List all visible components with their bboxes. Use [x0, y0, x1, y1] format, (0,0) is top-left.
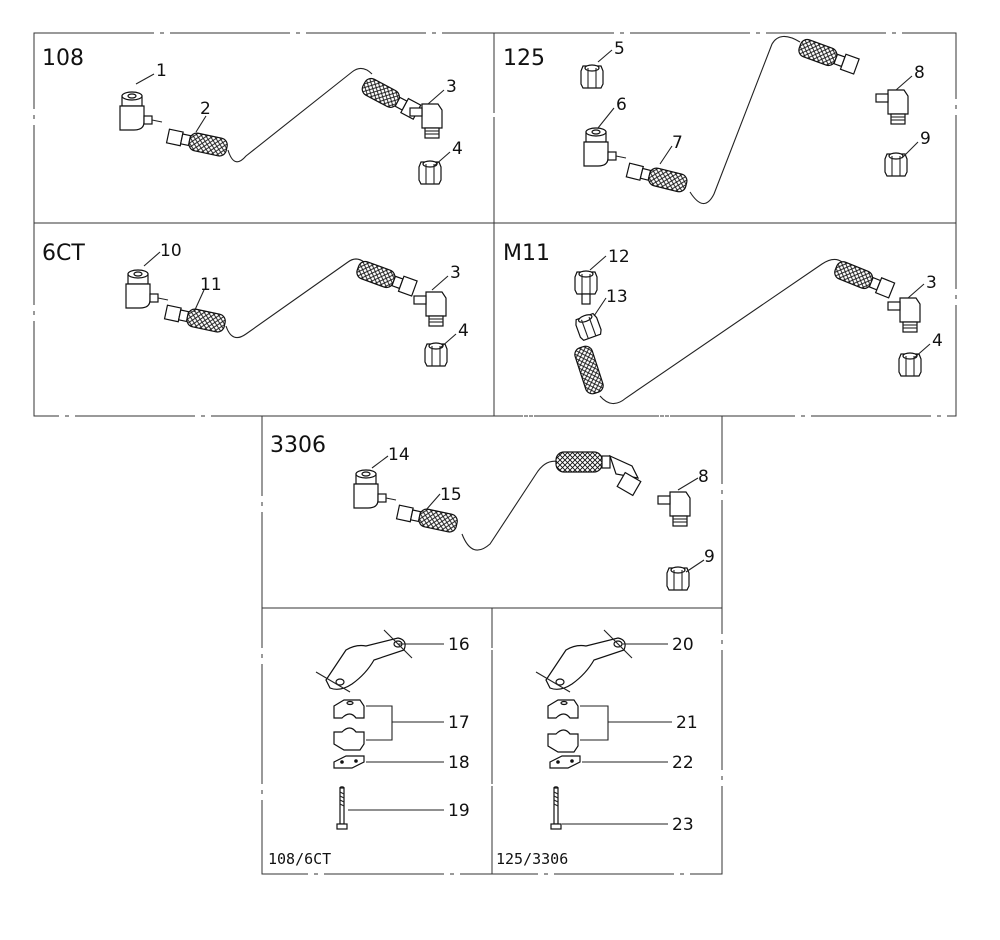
callout-4c: 4: [932, 331, 943, 351]
callout-17: 17: [448, 713, 470, 733]
callout-9a: 9: [920, 129, 931, 149]
callout-8b: 8: [698, 467, 709, 487]
panel-label-6ct: 6CT: [42, 241, 85, 266]
panel-label-108: 108: [42, 46, 84, 71]
callout-21: 21: [676, 713, 698, 733]
callout-16: 16: [448, 635, 470, 655]
assembly-m11: [573, 255, 931, 405]
callout-7: 7: [672, 133, 683, 153]
assembly-6ct: [125, 251, 457, 367]
callout-12: 12: [608, 247, 630, 267]
callout-11: 11: [200, 275, 222, 295]
callout-6: 6: [616, 95, 627, 115]
callout-10: 10: [160, 241, 182, 261]
callout-18: 18: [448, 753, 470, 773]
callout-22: 22: [672, 753, 694, 773]
callout-8a: 8: [914, 63, 925, 83]
assembly-125: [580, 35, 919, 205]
clamp-set-108-6ct: [315, 629, 444, 830]
assembly-108: [119, 67, 451, 185]
callout-19: 19: [448, 801, 470, 821]
panel-label-clamp-108-6ct: 108/6CT: [268, 850, 331, 868]
callout-13: 13: [606, 287, 628, 307]
callout-4b: 4: [458, 321, 469, 341]
callout-2: 2: [200, 99, 211, 119]
callout-20: 20: [672, 635, 694, 655]
panel-frames: [33, 32, 957, 875]
assembly-3306: [353, 451, 705, 591]
callout-3b: 3: [450, 263, 461, 283]
clamp-set-125-3306: [535, 629, 672, 830]
callout-3a: 3: [446, 77, 457, 97]
callout-15: 15: [440, 485, 462, 505]
callout-5: 5: [614, 39, 625, 59]
callout-9b: 9: [704, 547, 715, 567]
callout-23: 23: [672, 815, 694, 835]
panel-label-3306: 3306: [270, 433, 326, 458]
callout-14: 14: [388, 445, 410, 465]
panel-label-clamp-125-3306: 125/3306: [496, 850, 568, 868]
panel-label-m11: M11: [503, 241, 550, 266]
callout-1: 1: [156, 61, 167, 81]
callout-4a: 4: [452, 139, 463, 159]
callout-3c: 3: [926, 273, 937, 293]
panel-label-125: 125: [503, 46, 545, 71]
